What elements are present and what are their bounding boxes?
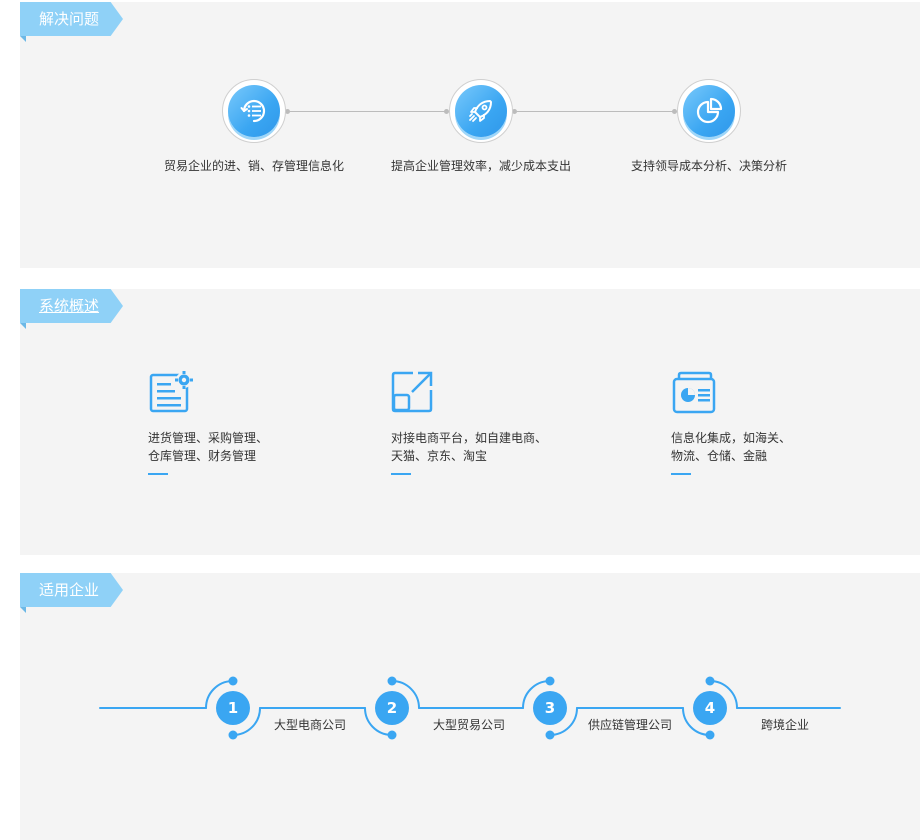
section-applicable-enterprises: 适用企业	[20, 573, 920, 840]
tag-fold	[20, 607, 26, 613]
report-chart-icon	[672, 371, 716, 414]
feature-circle	[222, 79, 286, 143]
feature-circle	[449, 79, 513, 143]
step-number: 3	[533, 691, 567, 725]
list-icon	[240, 99, 266, 123]
tag-fold	[20, 323, 26, 329]
enterprise-label: 供应链管理公司	[588, 718, 673, 732]
accent-bar	[391, 473, 411, 475]
rocket-icon	[469, 100, 492, 122]
connector-dot	[512, 109, 517, 114]
section-title: 适用企业	[39, 581, 100, 599]
connector-dot	[285, 109, 290, 114]
section-system-overview: 系统概述 进货管理、采购管理、 仓库管理、财务管理	[20, 289, 920, 555]
pie-chart-icon	[696, 97, 723, 124]
enterprise-label: 大型贸易公司	[433, 718, 506, 732]
section-title: 解决问题	[39, 10, 100, 28]
step-number: 1	[216, 691, 250, 725]
feature-label: 贸易企业的进、销、存管理信息化	[164, 159, 345, 173]
section-solve-problems: 解决问题 贸易企业的进、销、	[20, 2, 920, 268]
feature-label: 支持领导成本分析、决策分析	[630, 159, 787, 173]
step-number: 2	[375, 691, 409, 725]
feature-label: 提高企业管理效率，减少成本支出	[391, 159, 572, 173]
connector-dot	[444, 109, 449, 114]
overview-text: 进货管理、采购管理、 仓库管理、财务管理	[148, 431, 269, 463]
connector-dot	[672, 109, 677, 114]
document-settings-icon	[149, 371, 193, 413]
connector-line	[290, 111, 445, 112]
overview-text: 信息化集成，如海关、 物流、仓储、金融	[671, 431, 792, 463]
timeline-line	[99, 676, 841, 740]
accent-bar	[671, 473, 691, 475]
section-tag: 适用企业	[20, 573, 123, 607]
section-tag: 系统概述	[20, 289, 123, 323]
step-number: 4	[693, 691, 727, 725]
section-tag: 解决问题	[20, 2, 123, 36]
external-link-icon	[391, 371, 433, 413]
section-title: 系统概述	[39, 297, 100, 315]
connector-line	[517, 111, 674, 112]
enterprise-label: 跨境企业	[761, 718, 810, 732]
accent-bar	[148, 473, 168, 475]
tag-fold	[20, 36, 26, 42]
enterprise-label: 大型电商公司	[274, 718, 347, 732]
feature-circle	[677, 79, 741, 143]
overview-text: 对接电商平台，如自建电商、 天猫、京东、淘宝	[391, 431, 548, 463]
